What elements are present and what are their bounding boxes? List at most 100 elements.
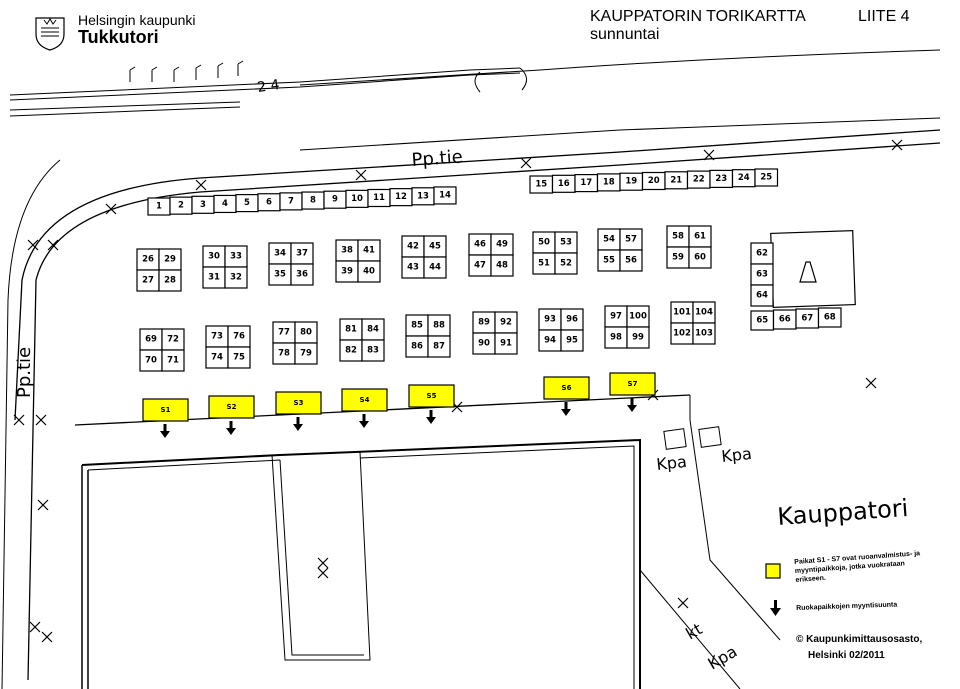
sales-direction-arrow-icon	[293, 417, 303, 431]
stall-60: 60	[688, 246, 712, 269]
svg-text:60: 60	[694, 253, 706, 263]
svg-text:67: 67	[801, 314, 813, 324]
stall-49: 49	[490, 233, 514, 256]
svg-text:46: 46	[474, 240, 486, 250]
svg-text:16: 16	[558, 179, 570, 189]
svg-text:27: 27	[142, 276, 154, 286]
stall-40: 40	[357, 260, 381, 283]
svg-text:81: 81	[345, 325, 357, 335]
svg-text:74: 74	[211, 353, 223, 363]
svg-text:55: 55	[603, 256, 615, 266]
stall-44: 44	[423, 256, 447, 279]
stall-67: 67	[795, 308, 820, 329]
special-place-s5: S5	[408, 384, 455, 408]
svg-text:47: 47	[474, 261, 486, 271]
svg-text:30: 30	[208, 252, 220, 262]
stall-104: 104	[692, 301, 716, 324]
stall-2: 2	[169, 196, 193, 215]
stall-45: 45	[423, 235, 447, 258]
stall-6: 6	[257, 193, 281, 212]
svg-text:82: 82	[345, 346, 357, 356]
svg-text:26: 26	[142, 255, 154, 265]
stall-103: 103	[692, 322, 716, 345]
stall-91: 91	[494, 332, 518, 355]
svg-text:28: 28	[164, 276, 176, 286]
svg-text:12: 12	[395, 192, 407, 202]
stall-35: 35	[268, 263, 292, 286]
special-place-s1: S1	[142, 398, 189, 422]
svg-text:25: 25	[760, 173, 772, 183]
stall-46: 46	[468, 233, 492, 256]
stall-90: 90	[472, 332, 496, 355]
svg-text:99: 99	[632, 333, 644, 343]
stall-51: 51	[532, 252, 556, 275]
sales-direction-arrow-icon	[160, 424, 170, 438]
sales-direction-arrow-icon	[359, 414, 369, 428]
svg-text:61: 61	[694, 232, 706, 242]
stall-22: 22	[686, 170, 711, 189]
svg-text:19: 19	[625, 177, 637, 187]
svg-text:29: 29	[164, 255, 176, 265]
stall-26: 26	[136, 248, 160, 271]
svg-text:49: 49	[496, 240, 508, 250]
svg-text:35: 35	[274, 270, 286, 280]
stall-66: 66	[772, 309, 797, 330]
svg-text:59: 59	[672, 253, 684, 263]
street-label-left: Pp.tie	[14, 347, 35, 398]
svg-text:S5: S5	[427, 392, 437, 400]
helsinki-logo	[30, 12, 190, 52]
stall-65: 65	[750, 310, 775, 331]
credit-line2: Helsinki 02/2011	[808, 650, 885, 661]
crest-icon	[35, 17, 65, 51]
stall-61: 61	[688, 225, 712, 248]
stall-58: 58	[666, 225, 690, 248]
svg-text:44: 44	[429, 263, 441, 273]
svg-text:4: 4	[222, 199, 228, 209]
credit-line1: © Kaupunkimittausosasto,	[796, 634, 923, 645]
stall-101: 101	[670, 301, 694, 324]
svg-text:51: 51	[538, 259, 550, 269]
svg-text:52: 52	[560, 259, 572, 269]
svg-text:71: 71	[167, 356, 179, 366]
stall-69: 69	[139, 328, 163, 351]
page-title: KAUPPATORIN TORIKARTTA	[590, 8, 806, 25]
svg-text:89: 89	[478, 318, 490, 328]
svg-text:77: 77	[278, 328, 290, 338]
stall-96: 96	[560, 308, 584, 331]
svg-text:7: 7	[288, 196, 294, 206]
stall-63: 63	[750, 263, 774, 286]
stall-13: 13	[411, 187, 435, 206]
stall-74: 74	[205, 346, 229, 369]
svg-text:S3: S3	[294, 399, 304, 407]
stall-17: 17	[574, 174, 599, 193]
stall-97: 97	[604, 305, 628, 328]
kt-label: kt	[683, 619, 706, 643]
stall-15: 15	[529, 175, 554, 194]
stall-18: 18	[596, 173, 621, 192]
stall-3: 3	[191, 195, 215, 214]
svg-text:73: 73	[211, 332, 223, 342]
svg-text:3: 3	[200, 200, 206, 210]
sales-direction-arrow-icon	[426, 410, 436, 424]
stall-16: 16	[551, 174, 576, 193]
svg-text:S2: S2	[227, 403, 237, 411]
svg-text:85: 85	[411, 321, 423, 331]
svg-text:24: 24	[738, 173, 750, 183]
stall-5: 5	[235, 194, 259, 213]
svg-text:88: 88	[433, 321, 445, 331]
stall-47: 47	[468, 254, 492, 277]
svg-text:80: 80	[300, 328, 312, 338]
svg-text:90: 90	[478, 339, 490, 349]
stall-27: 27	[136, 269, 160, 292]
stall-86: 86	[405, 335, 429, 358]
svg-text:104: 104	[695, 308, 713, 318]
svg-text:70: 70	[145, 356, 157, 366]
svg-text:103: 103	[695, 329, 713, 339]
stall-48: 48	[490, 254, 514, 277]
stall-7: 7	[279, 192, 303, 211]
stall-70: 70	[139, 349, 163, 372]
svg-text:63: 63	[756, 270, 768, 280]
stall-68: 68	[817, 307, 842, 328]
svg-text:43: 43	[407, 263, 419, 273]
